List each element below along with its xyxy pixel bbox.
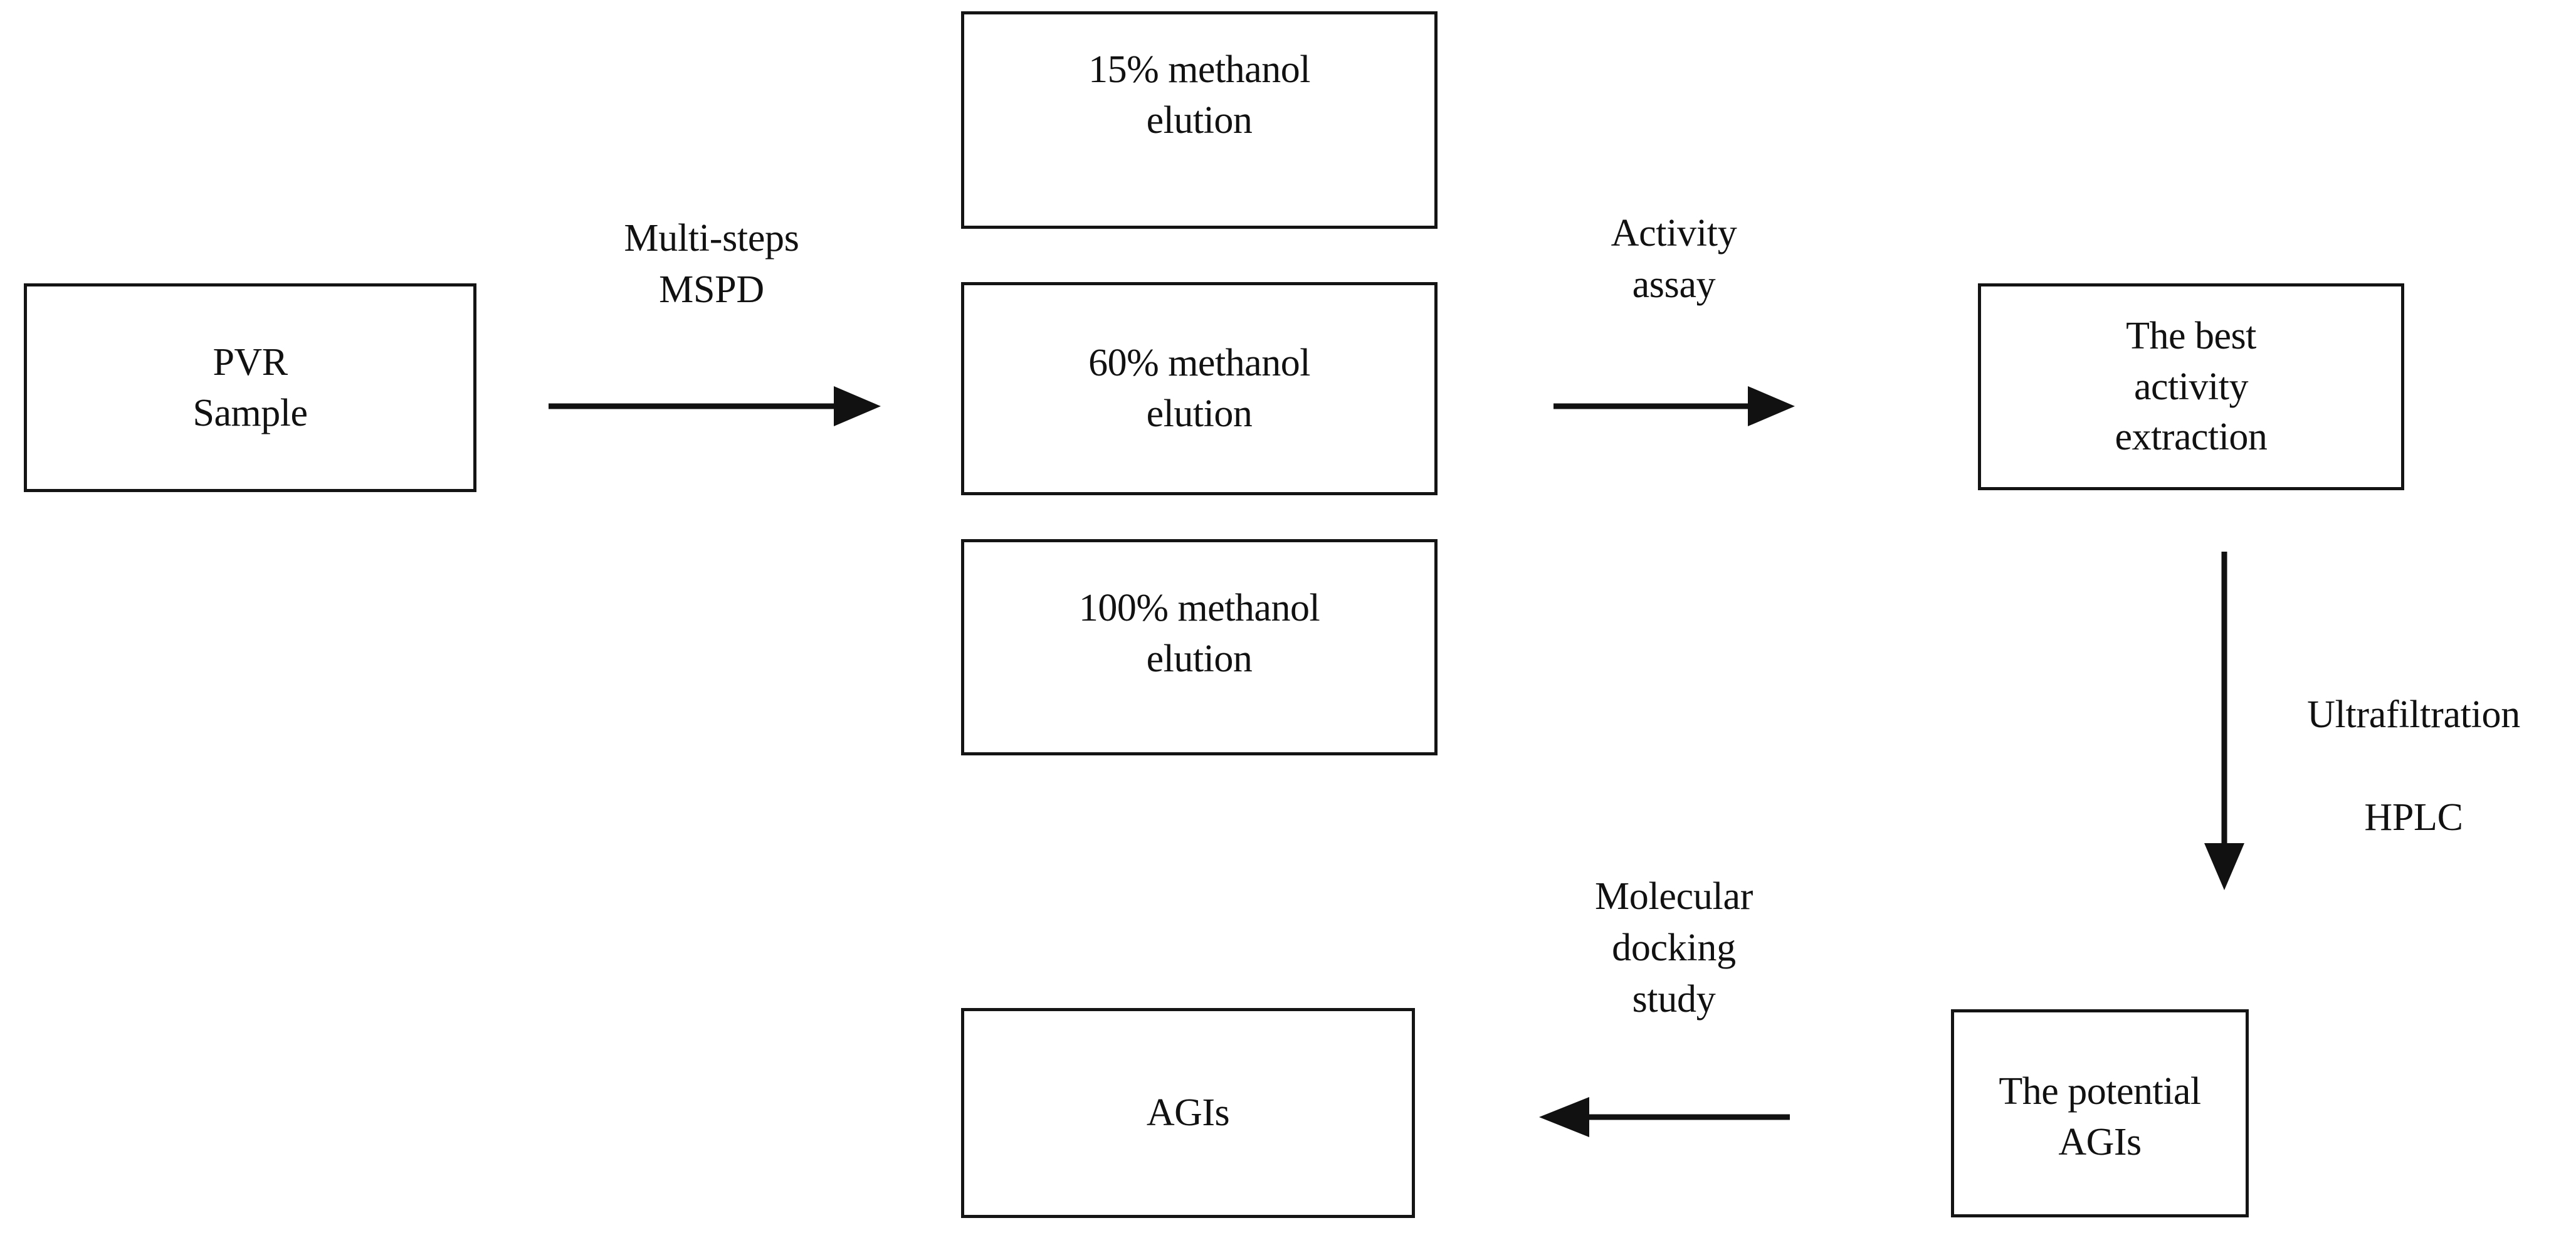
arrow-left-molecular-docking-icon: [1539, 1087, 1790, 1147]
arrow-right-mspd-icon: [549, 376, 881, 436]
node-elution-15-label: 15% methanol elution: [1088, 48, 1310, 142]
edge-label-activity-assay: Activity assay: [1611, 212, 1737, 306]
node-elution-100-label: 100% methanol elution: [1078, 586, 1320, 680]
edge-label-ultrafiltration-hplc: Ultrafiltration HPLC: [2307, 693, 2520, 839]
edge-label-multi-steps-mspd: Multi-steps MSPD: [624, 217, 799, 311]
node-elution-100: 100% methanol elution: [961, 539, 1438, 755]
node-potential-agis-label: The potential AGIs: [1999, 1070, 2201, 1163]
node-agis: AGIs: [961, 1008, 1415, 1218]
node-best-activity-extraction: The best activity extraction: [1978, 283, 2404, 490]
node-elution-60: 60% methanol elution: [961, 282, 1438, 495]
node-agis-label: AGIs: [1146, 1091, 1230, 1135]
node-elution-15: 15% methanol elution: [961, 11, 1438, 229]
node-pvr-sample-label: PVR Sample: [192, 340, 308, 434]
arrow-down-ultrafiltration-icon: [2194, 552, 2254, 890]
node-potential-agis: The potential AGIs: [1951, 1009, 2249, 1217]
node-elution-60-label: 60% methanol elution: [1088, 342, 1310, 435]
node-pvr-sample: PVR Sample: [24, 283, 476, 492]
arrow-right-activity-assay-icon: [1553, 376, 1795, 436]
edge-label-molecular-docking-study: Molecular docking study: [1594, 875, 1753, 1021]
node-best-activity-extraction-label: The best activity extraction: [2115, 315, 2268, 459]
